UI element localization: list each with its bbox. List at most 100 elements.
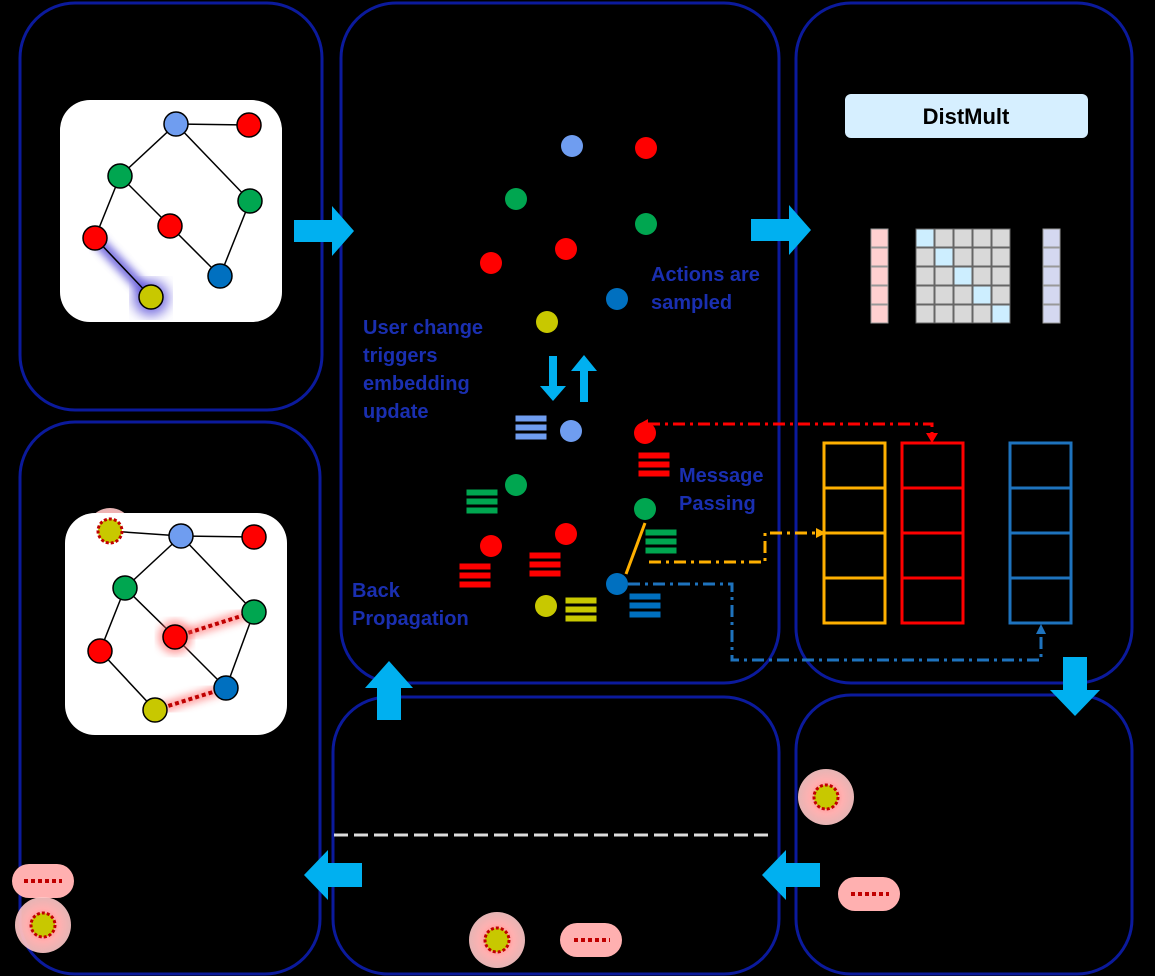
panel-gnn-embedding: [339, 1, 781, 685]
matrix-diagonal-cell: [953, 266, 973, 286]
matrix-cell: [972, 266, 992, 286]
up-arrow-icon: [571, 355, 597, 402]
node-red: [635, 137, 657, 159]
matrix-cell: [991, 285, 1011, 305]
dotted-edge-icon: [154, 686, 227, 712]
node-light-blue: [561, 135, 583, 157]
matrix-cell: [915, 247, 935, 267]
input-graph: [60, 100, 282, 322]
embedding-stack-red: [637, 451, 671, 478]
matrix-cell: [972, 247, 992, 267]
embedding-stack-green: [644, 528, 678, 555]
panel-prediction: [794, 693, 1134, 976]
embedding-stack-red: [528, 551, 562, 578]
vector-column-red: [900, 441, 965, 625]
node-red: [87, 638, 113, 664]
node-red: [236, 112, 262, 138]
panel-loss: [331, 695, 781, 976]
matrix-cell: [953, 228, 973, 248]
right-arrow-icon: [751, 205, 811, 255]
node-green: [237, 188, 263, 214]
node-red: [82, 225, 108, 251]
distmult-head-vector: [870, 228, 889, 324]
node-yellow-highlighted: [96, 517, 124, 545]
embedding-stack-green: [465, 488, 499, 515]
matrix-cell: [972, 304, 992, 324]
node-green: [505, 188, 527, 210]
node-red: [634, 422, 656, 444]
distmult-box: [845, 94, 1088, 138]
node-red: [555, 523, 577, 545]
node-yellow: [142, 697, 168, 723]
matrix-cell: [934, 304, 954, 324]
matrix-diagonal-cell: [915, 228, 935, 248]
matrix-cell: [991, 247, 1011, 267]
matrix-cell: [915, 304, 935, 324]
panel-graph-output: [18, 420, 322, 976]
matrix-cell: [953, 247, 973, 267]
node-dark-blue: [207, 263, 233, 289]
node-red: [555, 238, 577, 260]
up-arrow-icon: [365, 661, 413, 720]
node-yellow: [536, 311, 558, 333]
node-red: [480, 252, 502, 274]
distmult-label: DistMult: [923, 104, 1010, 129]
matrix-cell: [934, 266, 954, 286]
right-arrow-icon: [294, 206, 354, 256]
node-light-blue: [163, 111, 189, 137]
distmult-tail-vector: [1042, 228, 1061, 324]
node-green: [241, 599, 267, 625]
left-arrow-icon: [304, 850, 362, 900]
left-arrow-icon: [762, 850, 820, 900]
node-yellow: [138, 284, 164, 310]
node-green: [505, 474, 527, 496]
updated-graph: [65, 508, 287, 735]
node-yellow: [535, 595, 557, 617]
node-light-blue: [168, 523, 194, 549]
matrix-diagonal-cell: [991, 304, 1011, 324]
matrix-cell: [953, 285, 973, 305]
matrix-cell: [953, 304, 973, 324]
matrix-cell: [991, 228, 1011, 248]
distmult-relation-matrix: [915, 228, 1011, 324]
matrix-cell: [915, 285, 935, 305]
embedding-stack-dark-blue: [628, 592, 662, 619]
user-change-annotation: User change triggers embedding update: [363, 317, 489, 423]
embedding-graph-top: [480, 135, 657, 333]
matrix-diagonal-cell: [934, 247, 954, 267]
matrix-cell: [934, 228, 954, 248]
embedding-stack-light-blue: [514, 414, 548, 441]
node-green: [634, 498, 656, 520]
message-passing-connectors: [628, 422, 1043, 662]
down-arrow-icon: [540, 356, 566, 401]
actions-annotation: Actions are sampled: [651, 264, 766, 314]
matrix-diagonal-cell: [972, 285, 992, 305]
node-light-blue: [560, 420, 582, 442]
node-green: [635, 213, 657, 235]
matrix-cell: [991, 266, 1011, 286]
down-arrow-icon: [1050, 657, 1100, 716]
matrix-cell: [972, 228, 992, 248]
node-dark-blue: [213, 675, 239, 701]
message-passing-annotation: Message Passing: [679, 465, 769, 515]
embedding-stack-red: [458, 562, 492, 589]
node-red: [157, 213, 183, 239]
embedding-graph-bottom: [458, 414, 678, 623]
panel-decoder: [794, 1, 1134, 685]
vector-column-orange: [822, 441, 887, 625]
dotted-edge-icon: [12, 864, 74, 898]
node-dark-blue: [606, 573, 628, 595]
matrix-cell: [915, 266, 935, 286]
embedding-stack-yellow: [564, 596, 598, 623]
panel-graph-input: [18, 1, 324, 412]
node-red: [480, 535, 502, 557]
node-red: [241, 524, 267, 550]
vector-column-blue: [1008, 441, 1073, 625]
back-propagation-annotation: Back Propagation: [352, 580, 469, 630]
node-red: [162, 624, 188, 650]
node-green: [107, 163, 133, 189]
matrix-cell: [934, 285, 954, 305]
node-dark-blue: [606, 288, 628, 310]
node-green: [112, 575, 138, 601]
